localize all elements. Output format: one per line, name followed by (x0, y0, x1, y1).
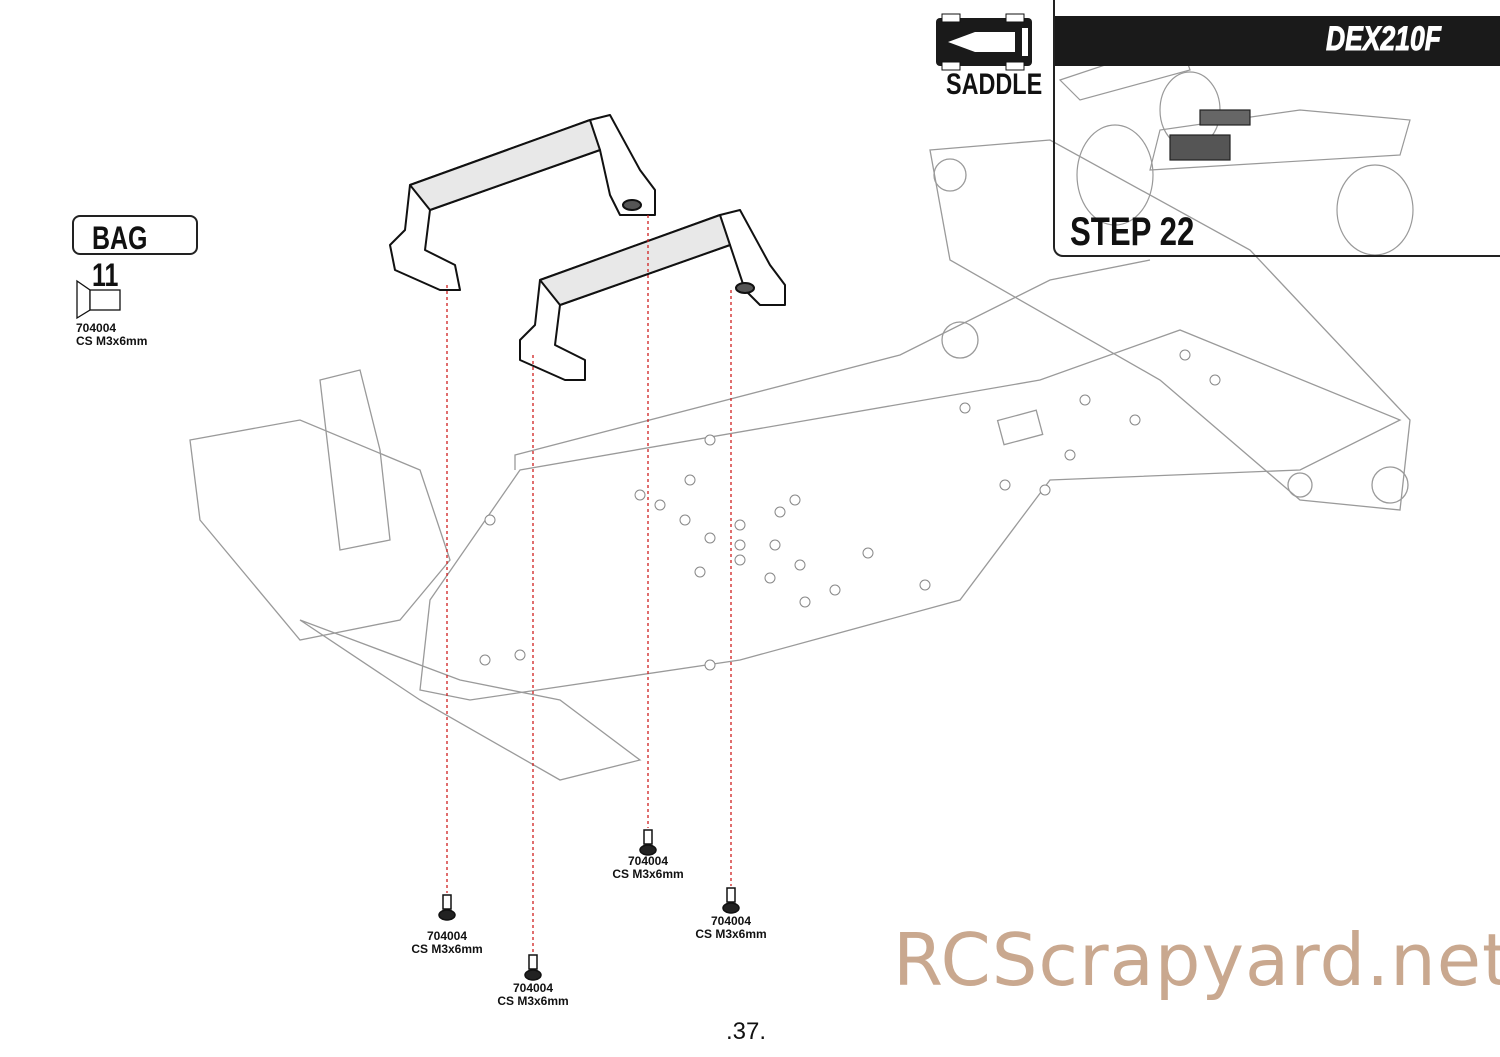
part-desc: CS M3x6mm (497, 994, 569, 1008)
part-number: 704004 (426, 929, 468, 943)
part-number: 704004 (710, 914, 752, 928)
step-title: STEP 22 (1070, 210, 1195, 254)
step-overview-car (1058, 39, 1414, 256)
chassis-holes (479, 349, 1221, 671)
brand-logo: DEX210F (1326, 20, 1442, 59)
parts-list-item: 704004 CS M3x6mm (76, 322, 147, 348)
step-header-frame (1053, 0, 1500, 257)
screw-icons (438, 829, 740, 981)
saddle-section-icon (936, 13, 1032, 71)
part-desc: CS M3x6mm (695, 927, 767, 941)
part-number: 704004 (627, 854, 669, 868)
saddle-parts (389, 114, 786, 381)
chassis-drawing (189, 139, 1411, 781)
part-desc: CS M3x6mm (411, 942, 483, 956)
bag-label-text: BAG 11 (92, 220, 148, 293)
part-number: 704004 (512, 981, 554, 995)
section-label: SADDLE (946, 68, 1043, 101)
bag-screw-icon (76, 279, 121, 320)
brand-band (1055, 16, 1500, 66)
page-number: .37. (726, 1018, 767, 1045)
part-desc: CS M3x6mm (612, 867, 684, 881)
guide-lines (446, 215, 732, 953)
part-number: 704004 (76, 321, 117, 335)
part-desc: CS M3x6mm (76, 334, 148, 348)
watermark: RCScrapyard.net (893, 918, 1500, 1002)
bag-label: BAG 11 (72, 215, 198, 293)
